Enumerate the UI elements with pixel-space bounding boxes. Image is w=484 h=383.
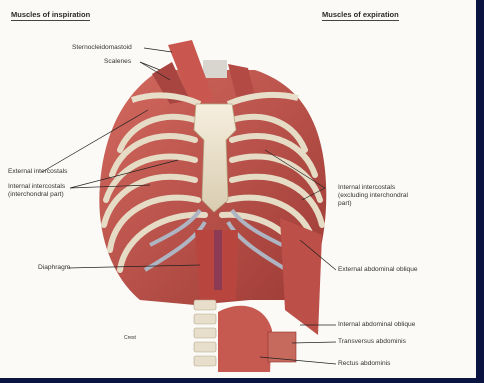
heading-muscles-of-expiration: Muscles of expiration xyxy=(322,10,399,21)
label-line: Internal intercostals xyxy=(8,183,65,191)
vertebral-column xyxy=(194,300,216,366)
label-external-intercostals: External intercostals xyxy=(8,168,67,176)
external-oblique-muscle xyxy=(280,218,322,335)
label-external-abdominal-oblique: External abdominal oblique xyxy=(338,266,418,274)
heading-muscles-of-inspiration: Muscles of inspiration xyxy=(11,10,90,21)
transversus-abdominis-muscle xyxy=(268,332,296,362)
trachea xyxy=(203,60,227,78)
label-internal-abdominal-oblique: Internal abdominal oblique xyxy=(338,321,415,329)
label-line: (excluding interchondral xyxy=(338,192,408,200)
label-rectus-abdominis: Rectus abdominis xyxy=(338,360,390,368)
rectus-abdominis-muscle xyxy=(218,306,272,372)
label-line: part) xyxy=(338,200,408,208)
label-internal-intercostals-excluding: Internal intercostals (excluding interch… xyxy=(338,184,408,208)
label-scalenes: Scalenes xyxy=(104,58,131,66)
illustration-page: Muscles of inspiration Muscles of expira… xyxy=(0,0,476,378)
label-transversus-abdominis: Transversus abdominis xyxy=(338,338,406,346)
aorta xyxy=(214,230,222,290)
label-internal-intercostals-interchondral: Internal intercostals (interchondral par… xyxy=(8,183,65,199)
label-diaphragm: Diaphragm xyxy=(38,264,70,272)
label-sternocleidomastoid: Sternocleidomastoid xyxy=(72,44,132,52)
label-line: (interchondral part) xyxy=(8,191,65,199)
label-line: Internal intercostals xyxy=(338,184,408,192)
label-crest: Crest xyxy=(124,334,136,342)
